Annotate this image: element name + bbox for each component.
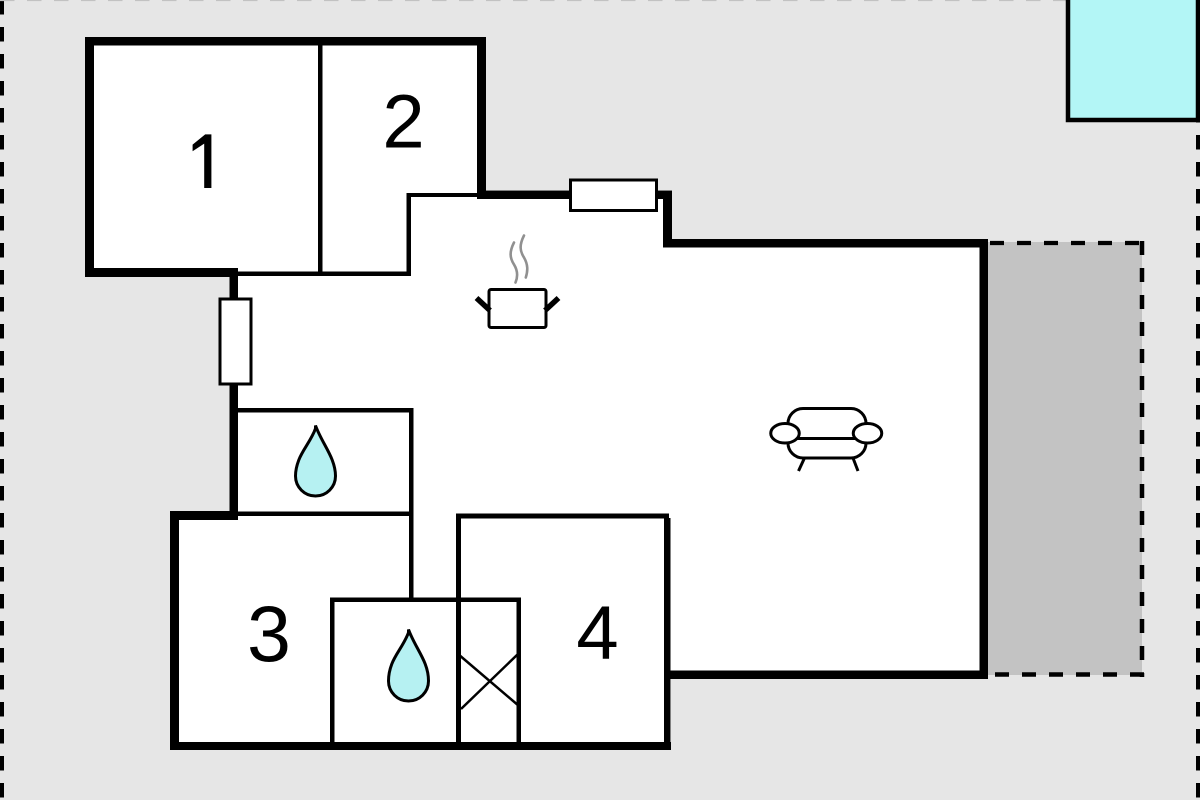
svg-text:2: 2	[382, 80, 424, 165]
svg-text:3: 3	[247, 589, 291, 678]
svg-text:4: 4	[576, 591, 618, 676]
